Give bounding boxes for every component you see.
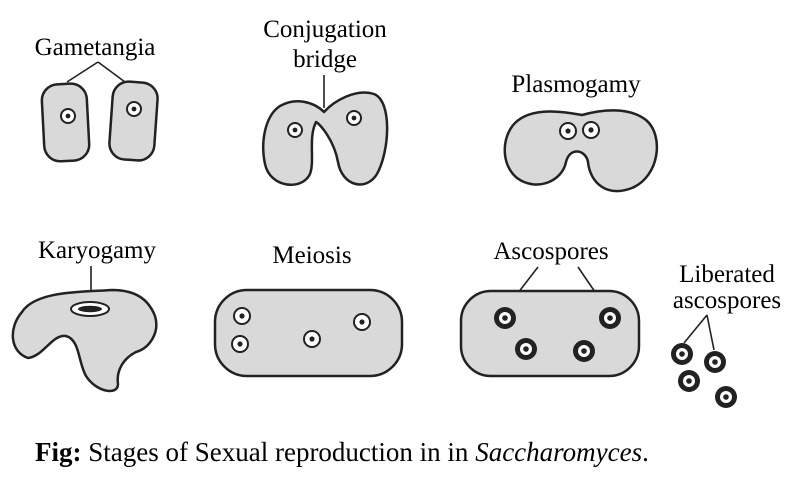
karyogamy-label: Karyogamy — [38, 237, 157, 264]
liberated-ascospores — [671, 343, 737, 408]
liberated-leader-lines — [683, 314, 715, 351]
caption-text: Stages of Sexual reproduction in in — [81, 437, 476, 467]
caption-genus: Saccharomyces — [475, 437, 643, 467]
conjugating-cells — [262, 91, 389, 186]
plasmogamy-cell — [503, 109, 659, 193]
ascospores-label: Ascospores — [493, 238, 608, 265]
ascus-cell — [459, 289, 641, 378]
figure-caption: Fig: Stages of Sexual reproduction in in… — [35, 437, 649, 468]
caption-suffix: . — [642, 437, 649, 467]
gametangia-leader-lines — [66, 61, 126, 83]
plasmogamy-nuclei — [559, 121, 600, 140]
conjugation-nuclei — [287, 110, 362, 138]
gametangium-cell-right — [108, 80, 159, 162]
karyogamy-cell — [11, 288, 158, 393]
meiosis-nuclei — [231, 307, 371, 353]
gametangium-cell-left — [40, 82, 91, 163]
liberated-label-line2: ascospores — [673, 287, 781, 314]
meiosis-label: Meiosis — [272, 242, 351, 269]
plasmogamy-label: Plasmogamy — [511, 71, 641, 98]
gametangia-label: Gametangia — [35, 34, 156, 61]
fusion-nucleus — [70, 301, 110, 317]
liberated-label-line1: Liberated — [679, 261, 775, 288]
caption-prefix: Fig: — [35, 437, 82, 467]
conjugation-label-line2: bridge — [293, 46, 357, 73]
conjugation-label-line1: Conjugation — [263, 16, 387, 43]
ascospores-in-ascus — [494, 307, 621, 362]
